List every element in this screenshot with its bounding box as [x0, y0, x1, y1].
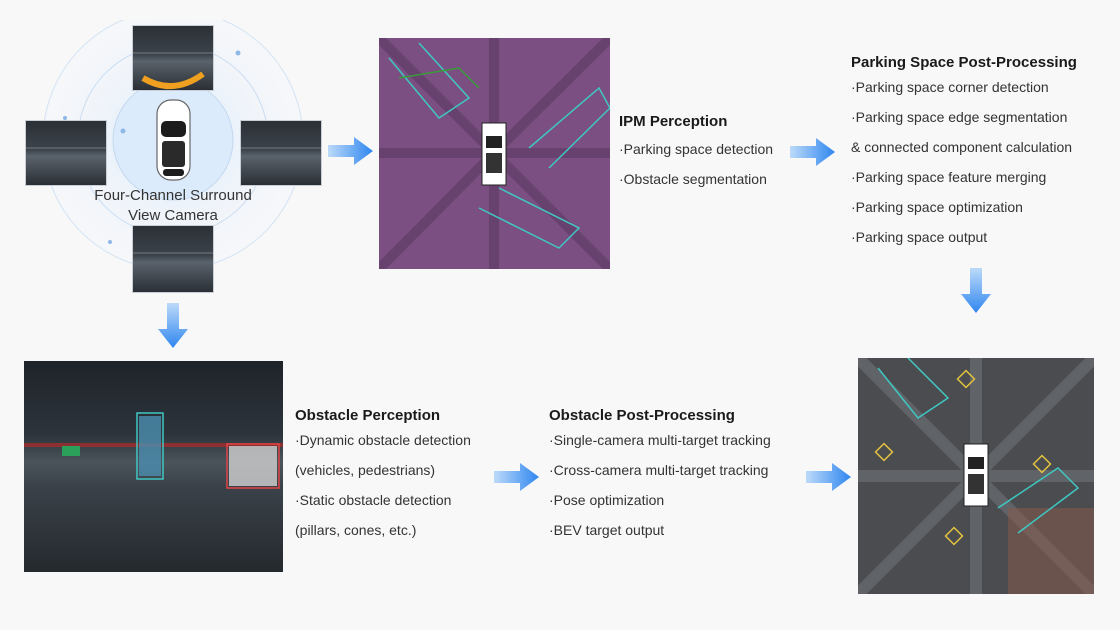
list-item: ·Cross-camera multi-target tracking — [549, 462, 769, 478]
list-item: ·Parking space edge segmentation — [851, 109, 1068, 125]
camera-label-line2: View Camera — [128, 207, 218, 224]
arrow-right-icon — [494, 462, 540, 492]
list-item: ·Parking space corner detection — [851, 79, 1049, 95]
ipm-bird-eye-image — [379, 38, 610, 269]
bev-output-image — [858, 358, 1094, 594]
rear-camera-image — [132, 225, 214, 293]
camera-cluster: Four-Channel Surround View Camera — [20, 20, 330, 310]
list-item: (vehicles, pedestrians) — [295, 462, 436, 478]
list-item: (pillars, cones, etc.) — [295, 522, 417, 538]
list-item: ·BEV target output — [549, 522, 665, 538]
list-item: ·Single-camera multi-target tracking — [549, 432, 771, 448]
obstacle-camera-image — [24, 361, 283, 572]
list-item: ·Parking space optimization — [851, 199, 1023, 215]
parking-post-processing-title: Parking Space Post-Processing — [851, 54, 1077, 71]
list-item: & connected component calculation — [851, 139, 1073, 155]
list-item: ·Dynamic obstacle detection — [295, 432, 471, 448]
list-item: ·Parking space feature merging — [851, 169, 1047, 185]
obstacle-post-processing-block: Obstacle Post-Processing ·Single-camera … — [549, 407, 771, 545]
parking-post-processing-block: Parking Space Post-Processing ·Parking s… — [851, 54, 1077, 252]
left-camera-image — [25, 120, 107, 186]
arrow-down-icon — [157, 303, 189, 349]
camera-label-line1: Four-Channel Surround — [94, 187, 252, 204]
right-camera-image — [240, 120, 322, 186]
obstacle-post-processing-title: Obstacle Post-Processing — [549, 407, 735, 424]
arrow-down-icon — [960, 268, 992, 314]
obstacle-perception-title: Obstacle Perception — [295, 407, 441, 424]
list-item: ·Parking space output — [851, 229, 988, 245]
ipm-perception-block: IPM Perception ·Parking space detection … — [619, 113, 773, 194]
car-top-view-icon — [156, 99, 191, 181]
radar-circles — [42, 20, 304, 271]
list-item: ·Obstacle segmentation — [619, 171, 767, 187]
ipm-perception-title: IPM Perception — [619, 113, 728, 130]
list-item: ·Static obstacle detection — [295, 492, 452, 508]
obstacle-perception-block: Obstacle Perception ·Dynamic obstacle de… — [295, 407, 471, 545]
arrow-right-icon — [806, 462, 852, 492]
arrow-right-icon — [328, 136, 374, 166]
list-item: ·Parking space detection — [619, 141, 774, 157]
front-camera-image — [132, 25, 214, 91]
list-item: ·Pose optimization — [549, 492, 665, 508]
arrow-right-icon — [790, 137, 836, 167]
camera-label: Four-Channel Surround View Camera — [73, 186, 273, 226]
